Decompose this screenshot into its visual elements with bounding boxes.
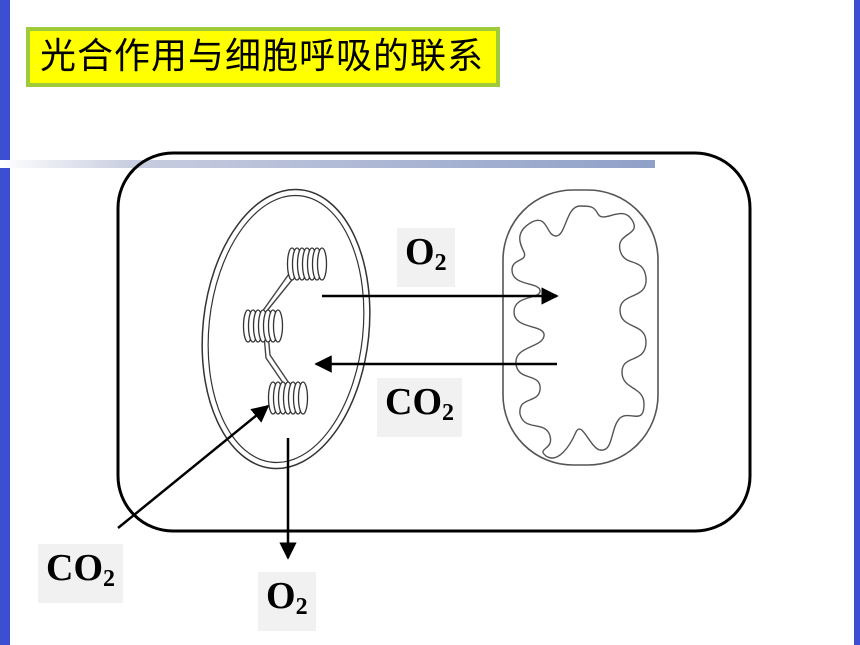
o2-label-bottom: O2 bbox=[258, 572, 316, 631]
thylakoid-disc bbox=[272, 309, 284, 343]
co2-label-right: CO2 bbox=[377, 378, 462, 437]
granum-stack bbox=[286, 247, 328, 281]
right-border-stripe bbox=[854, 0, 860, 645]
granum-stack bbox=[242, 309, 284, 343]
title-divider bbox=[0, 160, 655, 168]
thylakoid-disc bbox=[316, 247, 328, 281]
granum-stack bbox=[267, 381, 309, 415]
grana bbox=[242, 247, 328, 415]
co2-intake-arrow bbox=[117, 404, 270, 529]
co2-label-bottom-left: CO2 bbox=[38, 544, 123, 603]
slide bbox=[10, 0, 854, 645]
thylakoid-disc bbox=[297, 381, 309, 415]
chloroplast bbox=[201, 188, 371, 470]
left-border-stripe bbox=[0, 0, 10, 645]
mitochondrion bbox=[502, 189, 659, 466]
slide-title: 光合作用与细胞呼吸的联系 bbox=[26, 27, 501, 87]
cell-outline bbox=[116, 151, 752, 533]
o2-label-top: O2 bbox=[397, 228, 455, 287]
